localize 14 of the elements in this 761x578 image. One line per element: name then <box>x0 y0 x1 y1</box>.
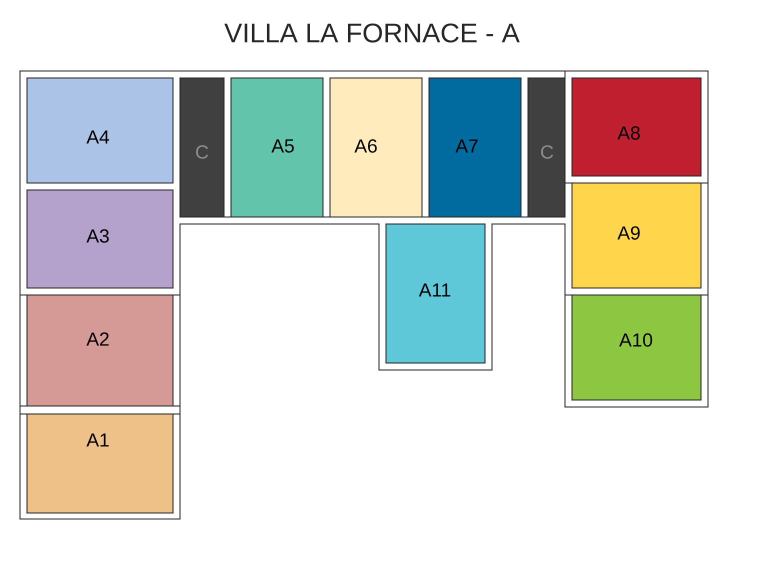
room: A11 <box>386 224 486 364</box>
room: A3 <box>26 190 174 288</box>
room: A8 <box>572 78 702 176</box>
room: A2 <box>26 294 174 406</box>
room: A10 <box>572 294 702 400</box>
room: A6 <box>330 78 422 218</box>
room: A5 <box>230 78 324 218</box>
room: A7 <box>428 78 522 218</box>
title: VILLA LA FORNACE - A <box>224 23 520 43</box>
room: A1 <box>26 414 174 514</box>
corridor: C <box>180 78 224 218</box>
corridor: C <box>528 78 566 218</box>
room: A4 <box>26 78 174 184</box>
room: A9 <box>572 182 702 288</box>
